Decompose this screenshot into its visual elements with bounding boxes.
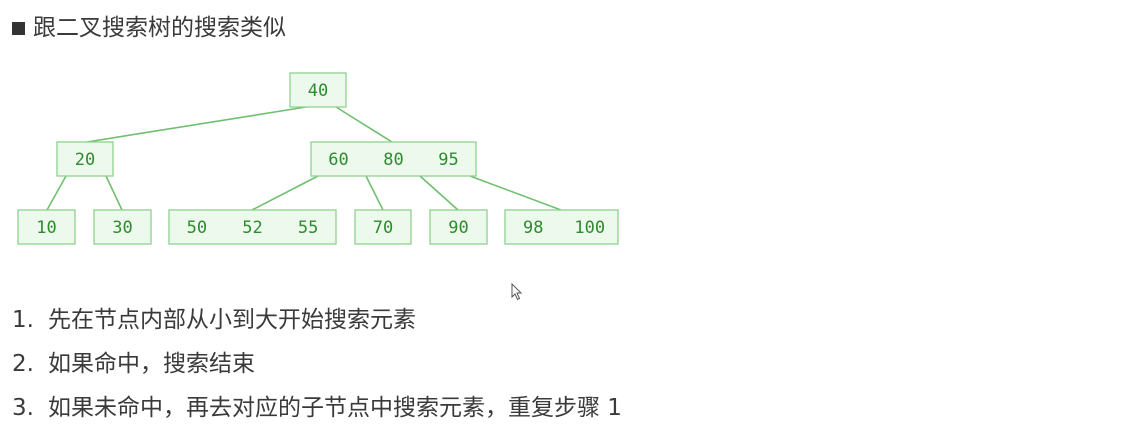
tree-edge — [335, 106, 393, 143]
node-box — [93, 209, 152, 245]
square-bullet-icon — [12, 21, 25, 35]
tree-edge — [46, 175, 67, 211]
tree-node: 30 — [93, 209, 152, 245]
tree-edge — [251, 175, 319, 211]
step-text: 如果命中，搜索结束 — [48, 351, 255, 377]
node-key: 90 — [448, 218, 468, 238]
tree-edge — [105, 175, 123, 211]
tree-edge — [469, 175, 562, 211]
step-number: 2. — [12, 351, 34, 377]
tree-edge — [419, 175, 459, 211]
node-box — [17, 209, 76, 245]
node-key: 20 — [75, 150, 95, 170]
node-box — [56, 141, 114, 177]
node-box — [289, 72, 347, 108]
tree-node: 70 — [354, 209, 412, 245]
node-box — [504, 209, 619, 245]
section-heading: 跟二叉搜索树的搜索类似 — [12, 12, 286, 44]
mouse-pointer-icon — [511, 283, 523, 301]
node-key: 10 — [36, 218, 56, 238]
step-item: 3. 如果未命中，再去对应的子节点中搜索元素，重复步骤 1 — [12, 386, 622, 430]
tree-node: 50 52 55 — [168, 209, 337, 245]
node-key: 40 — [308, 81, 328, 101]
heading-text: 跟二叉搜索树的搜索类似 — [33, 15, 286, 41]
node-key: 80 — [383, 150, 403, 170]
node-key: 52 — [242, 218, 262, 238]
node-box — [168, 209, 337, 245]
node-box — [429, 209, 488, 245]
step-text: 如果未命中，再去对应的子节点中搜索元素，重复步骤 1 — [48, 395, 622, 421]
step-number: 3. — [12, 395, 34, 421]
tree-edge — [86, 106, 307, 143]
step-item: 2. 如果命中，搜索结束 — [12, 342, 622, 386]
node-key: 55 — [298, 218, 318, 238]
node-box — [354, 209, 412, 245]
step-text: 先在节点内部从小到大开始搜索元素 — [48, 307, 416, 333]
tree-node: 90 — [429, 209, 488, 245]
node-key: 98 — [523, 218, 543, 238]
tree-edge — [365, 175, 384, 211]
node-key: 70 — [373, 218, 393, 238]
tree-node: 20 — [56, 141, 114, 177]
node-box — [310, 141, 477, 177]
search-steps-list: 1. 先在节点内部从小到大开始搜索元素 2. 如果命中，搜索结束 3. 如果未命… — [12, 298, 622, 430]
tree-node: 60 80 95 — [310, 141, 477, 177]
tree-node: 98 100 — [504, 209, 619, 245]
tree-node: 40 — [289, 72, 347, 108]
node-key: 100 — [574, 218, 605, 238]
node-key: 95 — [438, 150, 458, 170]
node-key: 30 — [112, 218, 132, 238]
node-key: 60 — [328, 150, 348, 170]
step-item: 1. 先在节点内部从小到大开始搜索元素 — [12, 298, 622, 342]
tree-node: 10 — [17, 209, 76, 245]
node-key: 50 — [187, 218, 207, 238]
step-number: 1. — [12, 307, 34, 333]
